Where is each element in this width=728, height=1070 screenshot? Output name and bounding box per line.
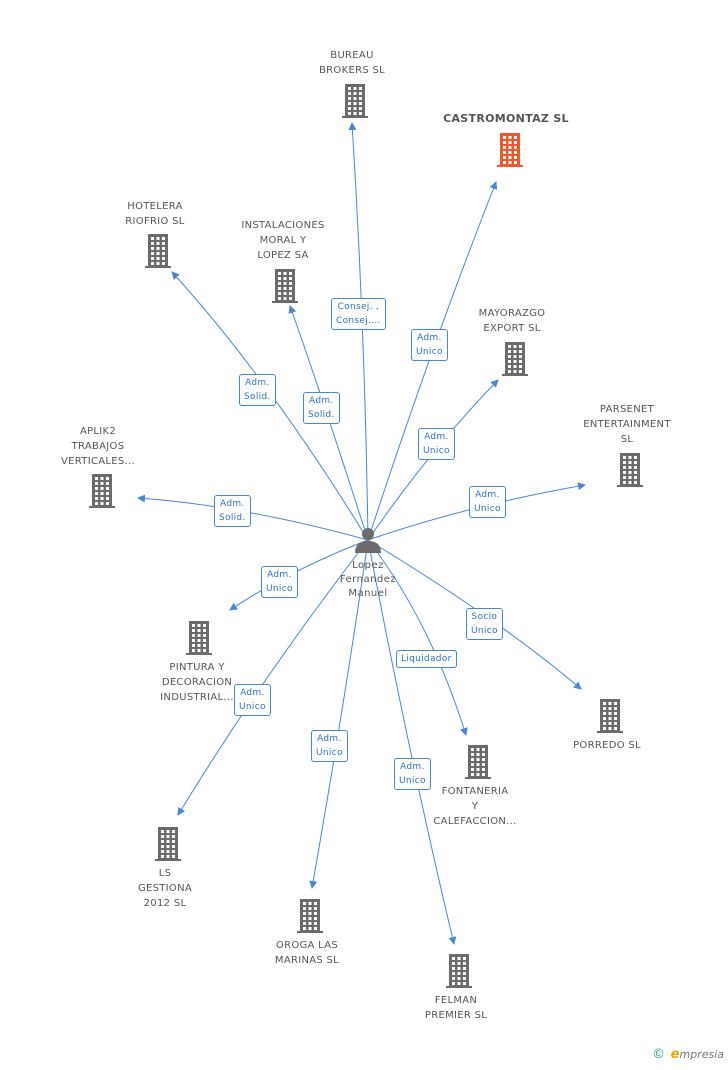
building-icon-oroga[interactable] <box>297 899 323 933</box>
company-label-aplik2[interactable]: APLIK2 TRABAJOS VERTICALES... <box>61 426 135 467</box>
building-icon-ls[interactable] <box>155 827 181 861</box>
edge-label-porredo[interactable]: Socio Único <box>466 608 503 640</box>
building-icon-fontaneria[interactable] <box>465 745 491 779</box>
building-icon-bureau[interactable] <box>342 84 368 118</box>
company-label-bureau[interactable]: BUREAU BROKERS SL <box>319 50 385 76</box>
edge-label-mayorazgo[interactable]: Adm. Unico <box>418 428 455 460</box>
company-label-mayorazgo[interactable]: MAYORAZGO EXPORT SL <box>478 308 546 334</box>
edge-label-aplik2[interactable]: Adm. Solid. <box>214 495 251 527</box>
company-label-instalaciones[interactable]: INSTALACIONES MORAL Y LOPEZ SA <box>241 220 325 261</box>
edge-label-fontaneria[interactable]: Liquidador <box>396 650 457 668</box>
company-label-oroga[interactable]: OROGA LAS MARINAS SL <box>274 940 340 966</box>
edge-label-instalaciones[interactable]: Adm. Solid. <box>303 392 340 424</box>
edge-label-castromontaz[interactable]: Adm. Unico <box>411 329 448 361</box>
edge-label-hotelera[interactable]: Adm. Solid. <box>239 374 276 406</box>
edge-label-oroga[interactable]: Adm. Unico <box>311 730 348 762</box>
brand-name: mpresia <box>679 1048 724 1061</box>
building-icon-castromontaz[interactable] <box>497 133 523 167</box>
copyright-icon: © <box>652 1047 666 1062</box>
center-person-label[interactable]: Lopez Fernandez Manuel <box>339 560 397 599</box>
company-label-fontaneria[interactable]: FONTANERIA Y CALEFACCION... <box>433 786 517 827</box>
footer-credit: © empresia <box>652 1047 724 1062</box>
edge-label-ls[interactable]: Adm. Unico <box>234 684 271 716</box>
company-label-hotelera[interactable]: HOTELERA RIOFRIO SL <box>125 201 185 227</box>
icons-layer <box>89 84 643 988</box>
building-icon-mayorazgo[interactable] <box>502 342 528 376</box>
edge-label-felman[interactable]: Adm. Unico <box>394 758 431 790</box>
edge-aplik2 <box>137 494 369 541</box>
brand-initial: e <box>670 1047 680 1062</box>
building-icon-porredo[interactable] <box>597 699 623 733</box>
edge-label-pintura[interactable]: Adm. Unico <box>261 566 298 598</box>
company-label-ls[interactable]: LS GESTIONA 2012 SL <box>137 868 193 909</box>
edge-ls <box>177 539 369 816</box>
building-icon-aplik2[interactable] <box>89 474 115 508</box>
edge-label-parsenet[interactable]: Adm. Unico <box>469 486 506 518</box>
company-label-felman[interactable]: FELMAN PREMIER SL <box>424 995 488 1021</box>
person-icon[interactable] <box>355 528 381 553</box>
company-label-parsenet[interactable]: PARSENET ENTERTAINMENT SL <box>583 404 671 445</box>
edge-fontaneria <box>367 539 468 736</box>
building-icon-parsenet[interactable] <box>617 453 643 487</box>
building-icon-pintura[interactable] <box>186 621 212 655</box>
building-icon-felman[interactable] <box>446 954 472 988</box>
building-icon-hotelera[interactable] <box>145 234 171 268</box>
company-label-castromontaz[interactable]: CASTROMONTAZ SL <box>443 112 569 125</box>
edge-oroga <box>309 539 369 889</box>
edge-felman <box>367 539 457 945</box>
company-label-porredo[interactable]: PORREDO SL <box>573 740 641 751</box>
building-icon-instalaciones[interactable] <box>272 269 298 303</box>
edge-label-bureau[interactable]: Consej. , Consej.... <box>331 298 386 330</box>
company-label-pintura[interactable]: PINTURA Y DECORACION INDUSTRIAL... <box>160 662 234 703</box>
edge-bureau <box>348 122 369 541</box>
